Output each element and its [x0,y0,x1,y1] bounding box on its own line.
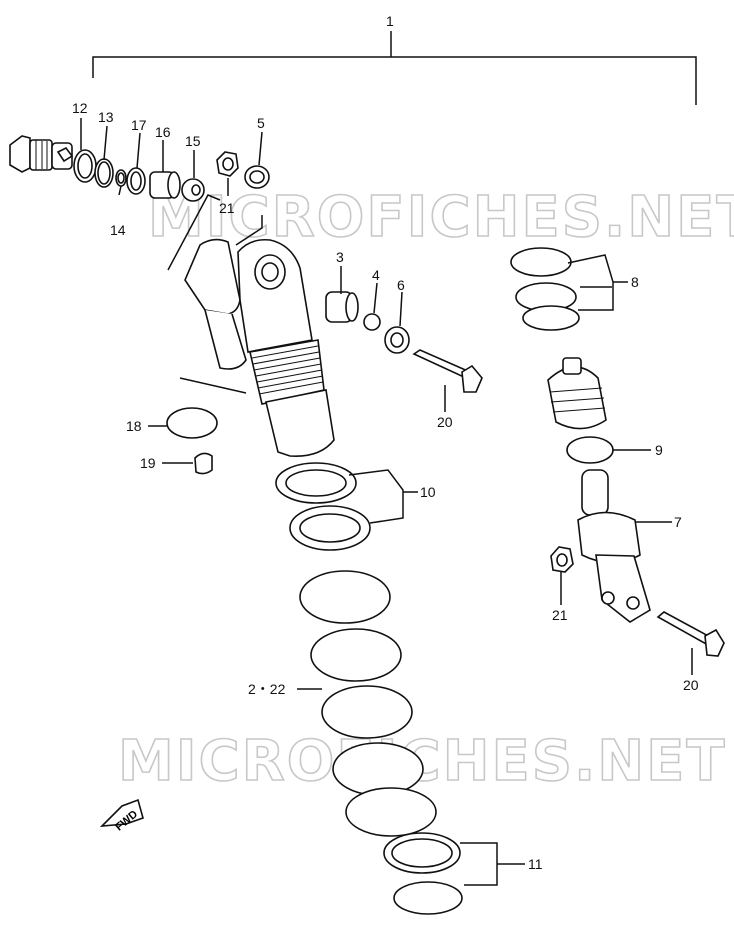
callout-19: 19 [140,455,156,471]
callout-7: 7 [674,514,682,530]
watermark-bottom: MICROFICHES.NET [118,729,727,794]
lock-nut-lower [289,505,371,551]
callout-4: 4 [372,267,380,283]
callout-11: 11 [528,856,543,872]
o-ring-13 [94,158,114,188]
cap-18 [166,407,218,439]
callout-17: 17 [131,117,147,133]
ring-9 [566,436,614,464]
callout-6: 6 [397,277,405,293]
callout-18: 18 [126,418,142,434]
callout-1: 1 [386,13,394,29]
callout-16: 16 [155,124,171,140]
callout-12: 12 [72,100,88,116]
clevis-7 [577,469,651,623]
callout-20-right: 20 [683,677,699,693]
seal-17 [126,167,146,195]
callout-14: 14 [110,222,126,238]
damper-rod-top [547,357,607,430]
bump-rubber-8 [510,247,580,331]
adjuster-knob [9,135,74,173]
bushing-3 [325,291,359,323]
callout-21-right: 21 [552,607,568,623]
callout-5: 5 [257,115,265,131]
o-ring-12 [73,149,97,183]
nut-21-top [216,151,239,177]
bushing-16 [149,171,181,199]
bolt-20-top [412,349,483,393]
callout-10: 10 [420,484,436,500]
assembly-bracket [92,31,697,105]
callout-8: 8 [631,274,639,290]
callout-2-22: 2・22 [248,681,286,697]
nut-21-right [550,546,574,573]
washer-14 [115,169,127,187]
callout-13: 13 [98,109,114,125]
callout-15: 15 [185,133,201,149]
bolt-20-right [656,611,725,657]
o-ring-4 [363,313,381,331]
watermark-top: MICROFICHES.NET [148,185,734,250]
cap-19 [194,452,213,475]
washer-5 [244,165,270,189]
shock-body [237,238,335,457]
callout-21-top: 21 [219,200,235,216]
callout-labels: 1 2・22 3 4 5 6 7 8 9 10 11 12 13 14 15 1… [72,13,699,872]
spring-2 [299,570,437,837]
leader-lines [80,118,693,886]
callout-20-top: 20 [437,414,453,430]
bushing-15 [181,178,205,202]
ring-11-upper [383,832,461,874]
callout-3: 3 [336,249,344,265]
fwd-arrow-icon: FWD [99,798,144,834]
ring-11-lower [393,881,463,915]
lock-nut-upper [275,462,357,504]
callout-9: 9 [655,442,663,458]
washer-6 [384,326,410,354]
